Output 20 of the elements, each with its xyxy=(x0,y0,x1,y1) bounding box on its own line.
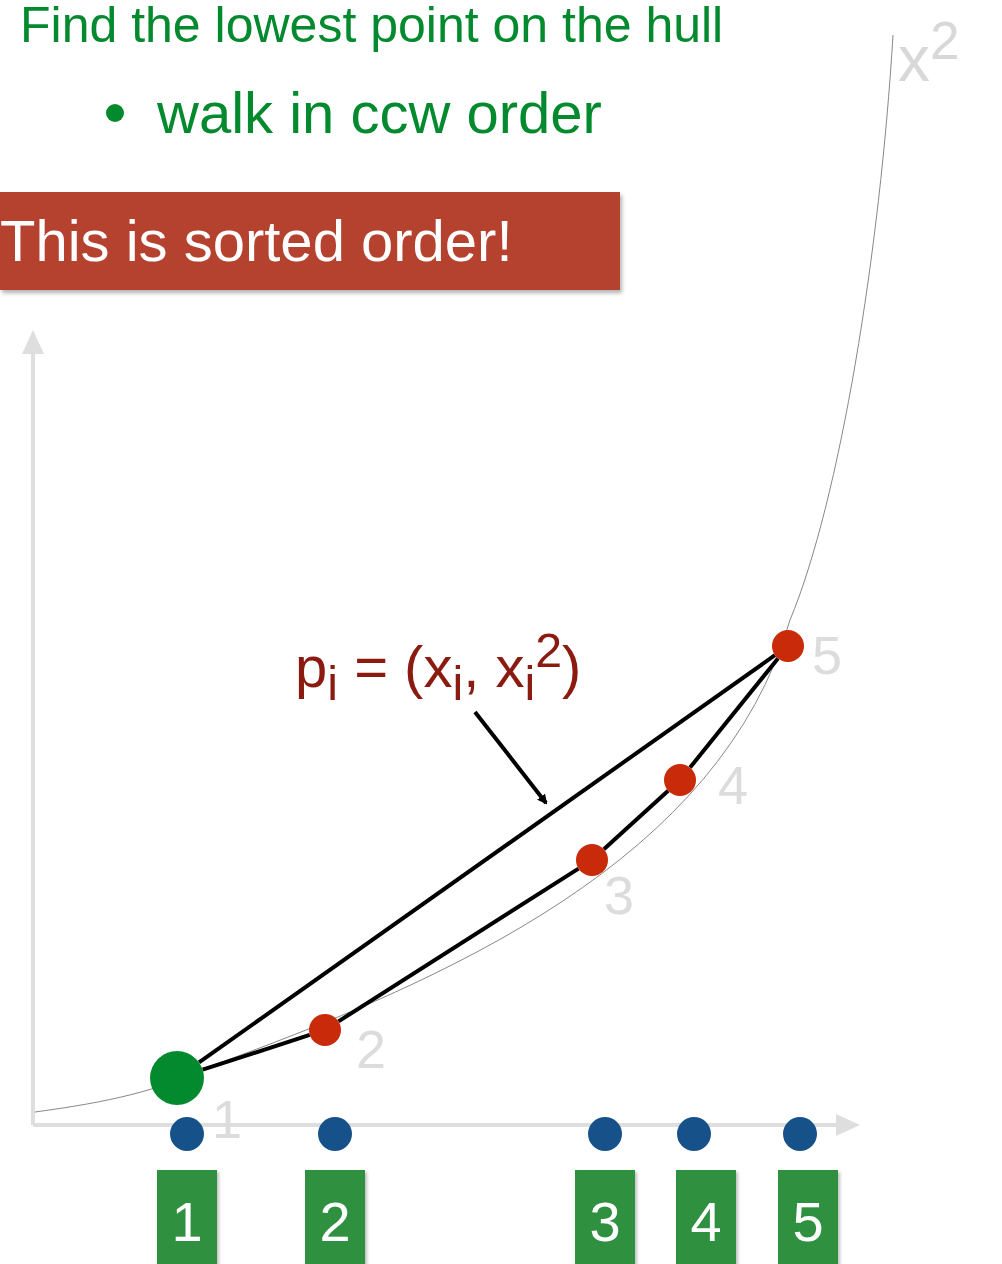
rank-box: 3 xyxy=(575,1170,635,1264)
rank-box: 2 xyxy=(305,1170,365,1264)
hull-line xyxy=(602,789,670,851)
lowest-point xyxy=(150,1051,204,1105)
rank-box: 5 xyxy=(778,1170,838,1264)
callout-banner: This is sorted order! xyxy=(0,192,620,290)
hull-line xyxy=(197,653,777,1065)
bullet-text: walk in ccw order xyxy=(157,84,602,142)
rank-box: 1 xyxy=(157,1170,217,1264)
formula-label: p$_{i}$ = (x$_{i}$, x$_{i}$$^{2}$) xyxy=(295,626,582,708)
hull-line xyxy=(688,657,780,769)
hull-line xyxy=(202,1033,311,1072)
hull-point xyxy=(664,764,696,796)
hull-point xyxy=(309,1014,341,1046)
arrow xyxy=(473,710,548,805)
heading: Find the lowest point on the hull xyxy=(20,0,724,50)
hull-point xyxy=(772,630,804,662)
hull-line xyxy=(337,866,580,1024)
rank-box: 4 xyxy=(676,1170,736,1264)
hull-point xyxy=(576,844,608,876)
